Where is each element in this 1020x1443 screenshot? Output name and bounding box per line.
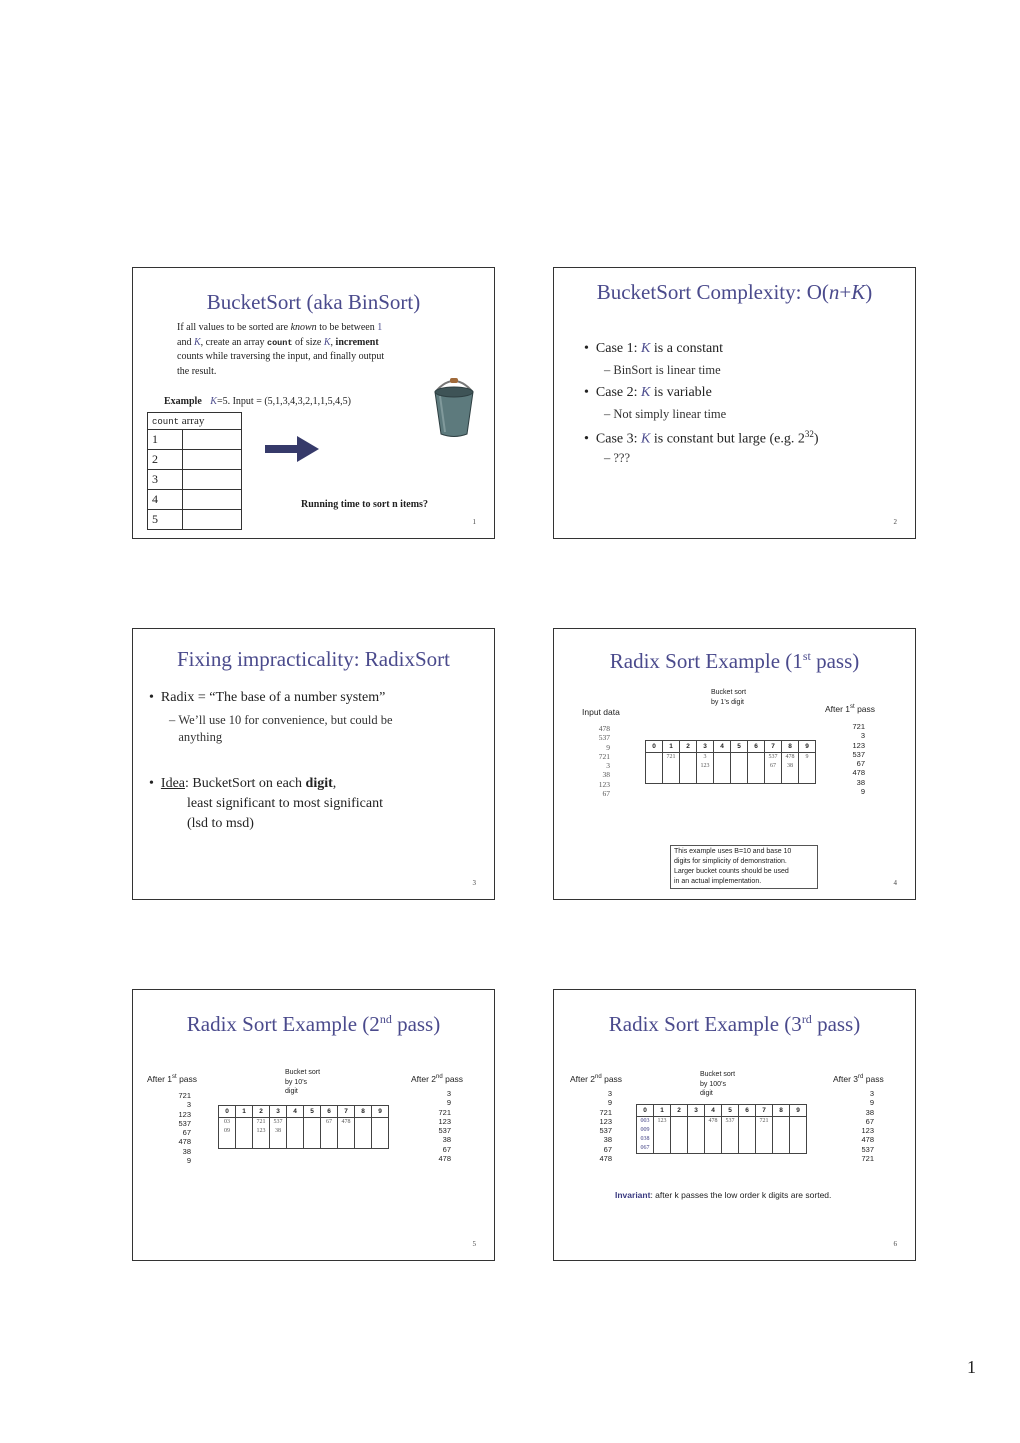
bucket-cell [679, 752, 697, 784]
before-pass-header: After 2nd pass [570, 1074, 623, 1084]
slide-number: 6 [893, 1240, 898, 1248]
case-3: • Case 3: K is constant but large (e.g. … [584, 429, 819, 447]
bucket-cell: 721 [662, 752, 680, 784]
case-3-sub: – ??? [604, 451, 631, 465]
slide-3-title: Fixing impracticality: RadixSort [177, 647, 450, 671]
bucket-cell [730, 752, 748, 784]
slide-number: 3 [472, 879, 477, 887]
page-number: 1 [967, 1357, 976, 1377]
bucket-cell: 9 [798, 752, 816, 784]
slide-4-title: Radix Sort Example (1st pass) [609, 649, 860, 673]
after-pass-header: After 3rd pass [833, 1074, 884, 1084]
slide-4: Radix Sort Example (1st pass) Bucket sor… [553, 628, 916, 900]
bucket-cell [687, 1116, 705, 1154]
bucket-cell [738, 1116, 756, 1154]
bucket-cell: 537 [721, 1116, 739, 1154]
slide-5: Radix Sort Example (2nd pass) Bucket sor… [132, 989, 495, 1261]
bucket-cell [670, 1116, 688, 1154]
bucket-cell [371, 1117, 389, 1149]
bucket-cell [772, 1116, 790, 1154]
slide-number: 1 [472, 518, 477, 526]
slide-1-example: Example K=5. Input = (5,1,3,4,3,2,1,1,5,… [164, 396, 352, 407]
bucket-cell: 123 [653, 1116, 671, 1154]
running-time-question: Running time to sort n items? [301, 499, 428, 510]
before-pass-header: After 1st pass [147, 1074, 198, 1084]
case-2: • Case 2: K is variable [584, 385, 712, 400]
count-row: 2 [147, 449, 242, 470]
case-2-sub: – Not simply linear time [604, 407, 727, 421]
bucket-cell [747, 752, 765, 784]
count-row: 3 [147, 469, 242, 490]
slide-5-title: Radix Sort Example (2nd pass) [186, 1012, 441, 1036]
bucket-cell [354, 1117, 372, 1149]
bucket-cell [286, 1117, 304, 1149]
bucket-cell: 721 [755, 1116, 773, 1154]
case-1-sub: – BinSort is linear time [604, 363, 721, 377]
bucket-icon [434, 378, 474, 437]
bullet-idea: • Idea: BucketSort on each digit, least … [149, 776, 383, 831]
slide-number: 2 [893, 518, 898, 526]
slide-3: Fixing impracticality: RadixSort • Radix… [132, 628, 495, 900]
slide-number: 4 [893, 879, 898, 887]
slide-6: Radix Sort Example (3rd pass) Bucket sor… [553, 989, 916, 1261]
bucket-cell [303, 1117, 321, 1149]
slide-2: BucketSort Complexity: O(n+K) • Case 1: … [553, 267, 916, 539]
count-array-table: count array 1 2 3 4 5 [147, 412, 242, 530]
bucket-cell: 478 [704, 1116, 722, 1154]
slide-2-title: BucketSort Complexity: O(n+K) [596, 280, 873, 304]
input-data-header: Input data [582, 707, 620, 717]
bullet-radix: • Radix = “The base of a number system” [149, 690, 386, 705]
after-pass-header: After 1st pass [825, 704, 876, 714]
case-1: • Case 1: K is a constant [584, 341, 724, 356]
bucket-cell [645, 752, 663, 784]
arrow-right-icon [265, 436, 319, 462]
bullet-radix-sub: – We’ll use 10 for convenience, but coul… [169, 713, 393, 744]
invariant-note: Invariant: after k passes the low order … [615, 1190, 832, 1200]
bucket-cell: 478 [337, 1117, 355, 1149]
slide-number: 5 [472, 1240, 477, 1248]
count-row: 4 [147, 489, 242, 510]
after-pass-header: After 2nd pass [411, 1074, 464, 1084]
bucket-cell [235, 1117, 253, 1149]
count-row: 1 [147, 429, 242, 450]
slide-1: BucketSort (aka BinSort) If all values t… [132, 267, 495, 539]
slide-1-description: If all values to be sorted are known to … [177, 322, 385, 377]
bucket-cell: 67 [320, 1117, 338, 1149]
bucket-cell [713, 752, 731, 784]
count-row: 5 [147, 509, 242, 530]
slide-6-title: Radix Sort Example (3rd pass) [608, 1012, 861, 1036]
slide-1-title: BucketSort (aka BinSort) [206, 290, 421, 314]
bucket-cell [789, 1116, 807, 1154]
